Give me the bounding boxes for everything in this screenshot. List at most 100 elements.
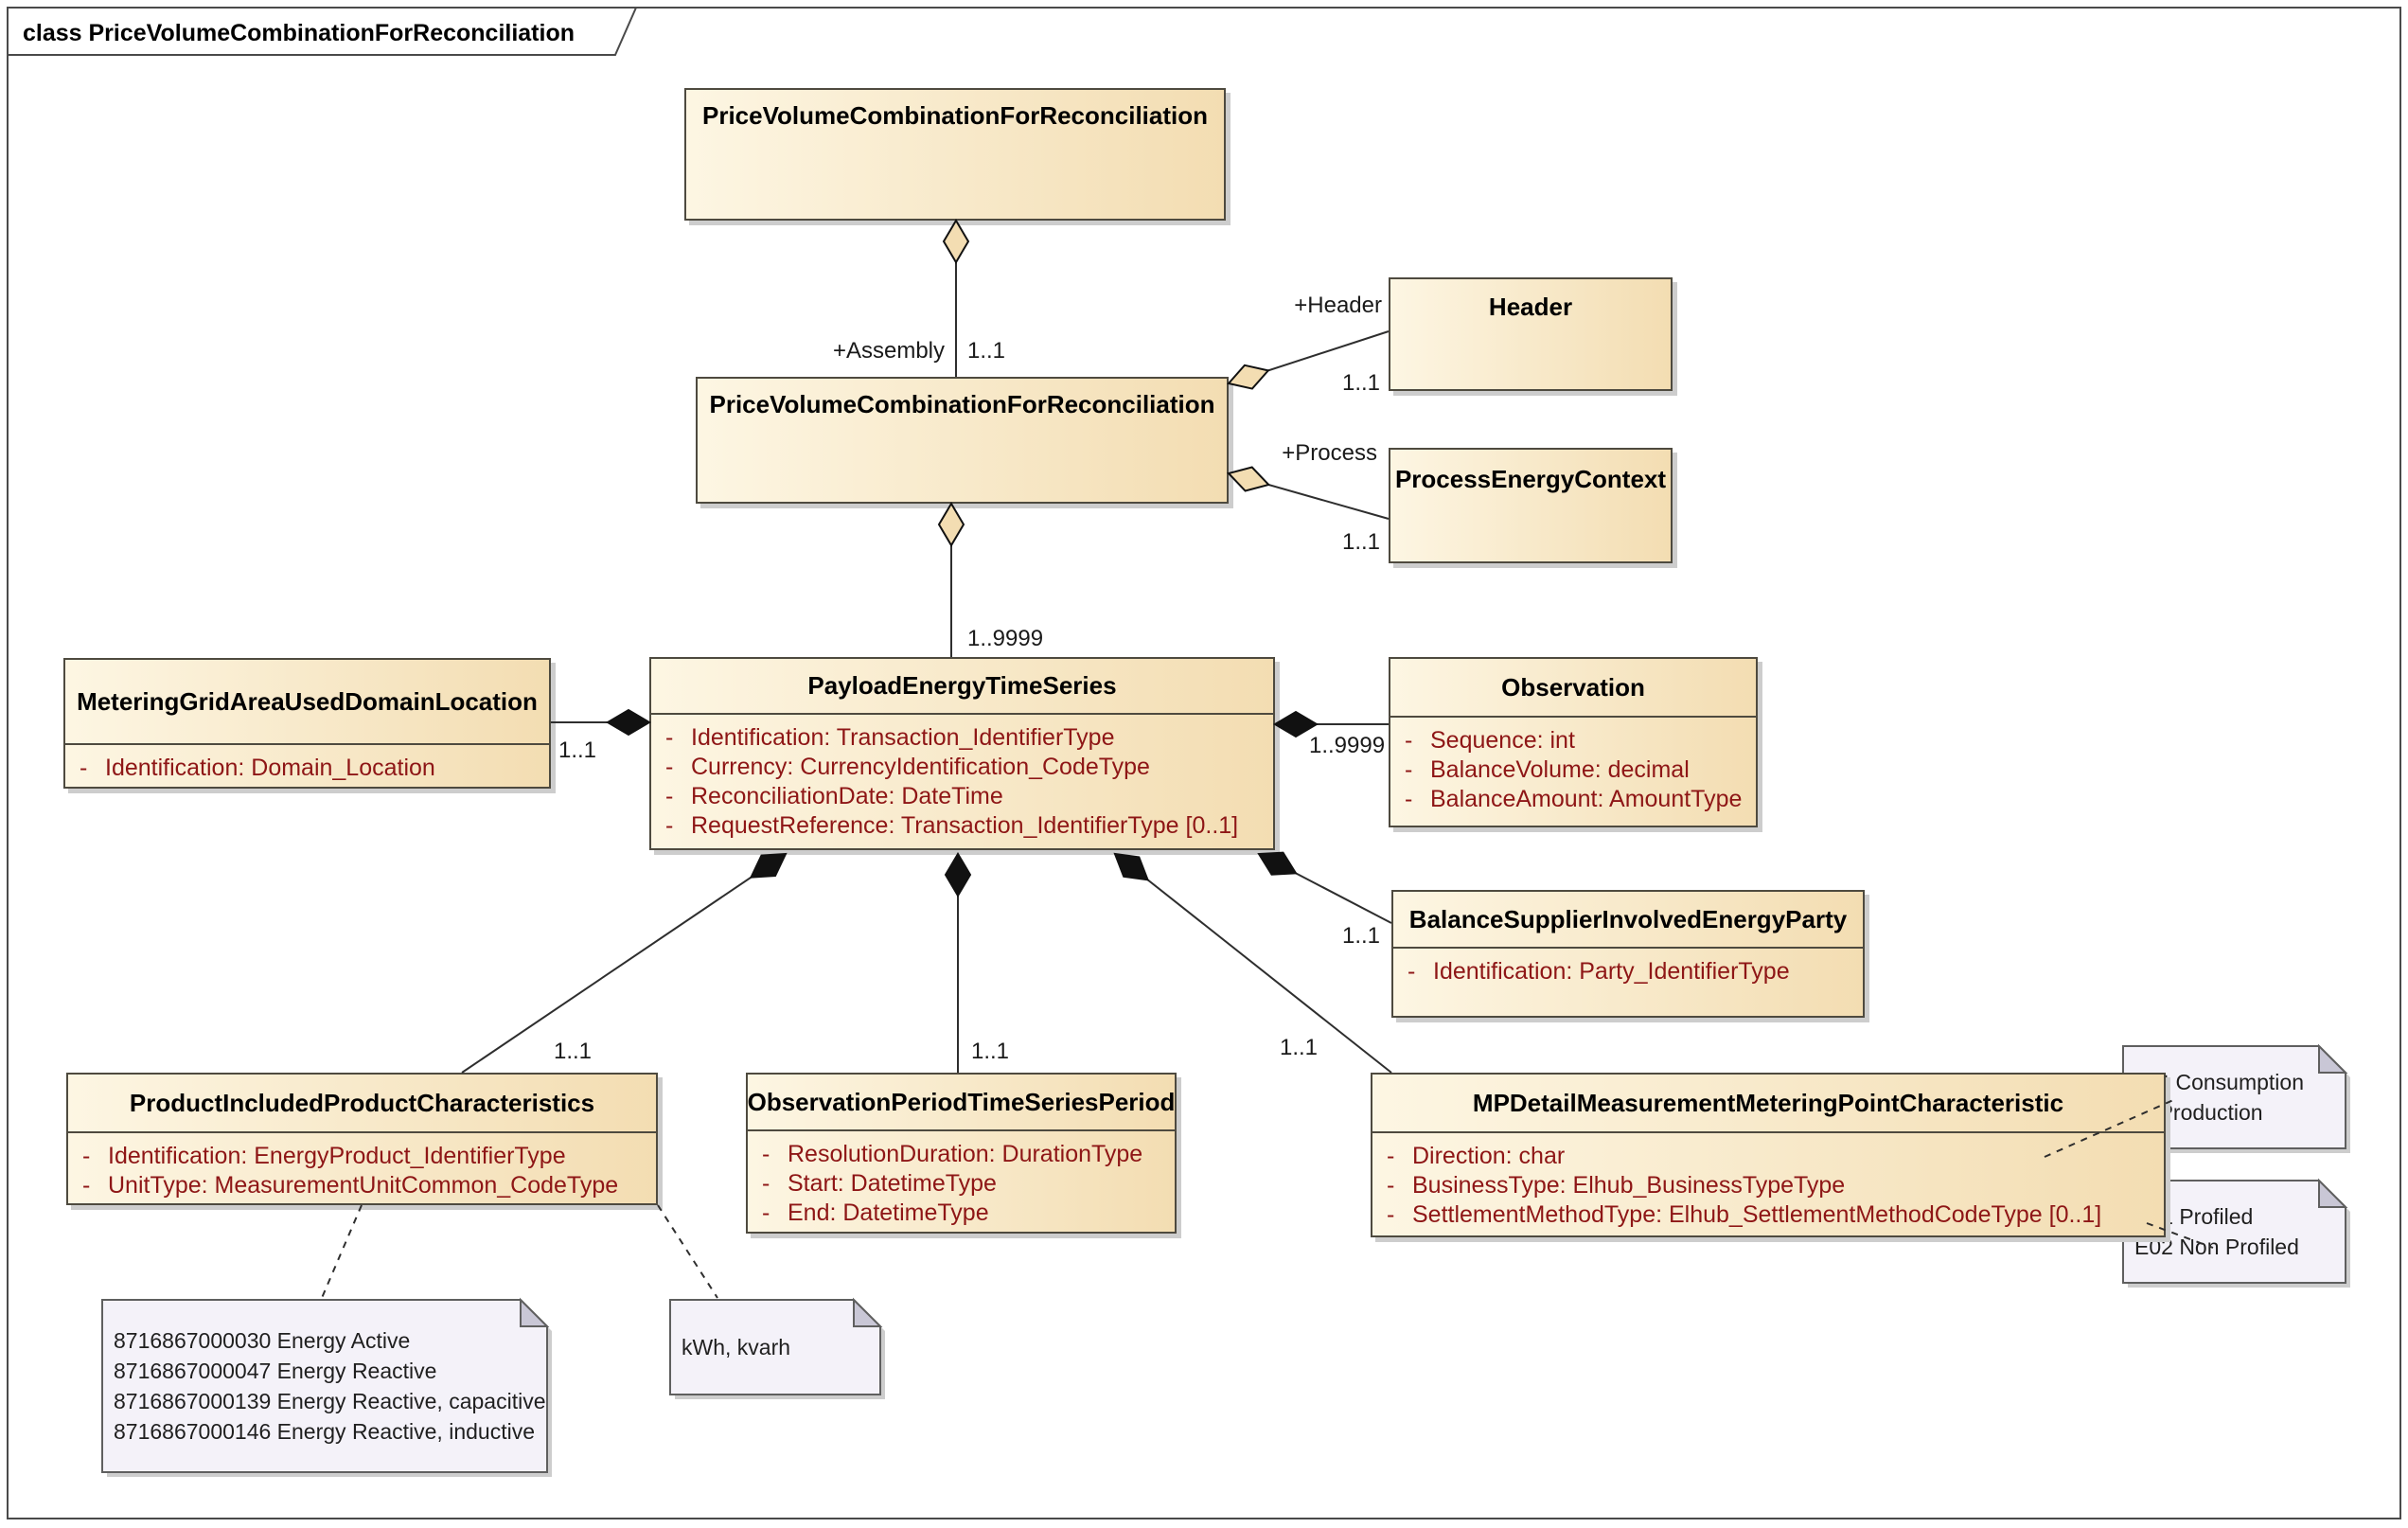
connector-label: 1..1: [1342, 529, 1380, 555]
connector-label: 1..9999: [1309, 733, 1385, 758]
unit-note[interactable]: [669, 1299, 881, 1395]
connector-label: 1..1: [1342, 923, 1380, 949]
product-codes-note-text: 8716867000139 Energy Reactive, capacitiv…: [114, 1389, 546, 1413]
composition-diamond-icon: [944, 852, 972, 897]
diagram-title: class PriceVolumeCombinationForReconcili…: [23, 20, 575, 46]
class-title: PriceVolumeCombinationForReconciliation: [709, 389, 1215, 418]
connector-note-link-settlement[interactable]: [2146, 1222, 2214, 1249]
class-product-included-product-characteristics[interactable]: ProductIncludedProductCharacteristics -Id…: [66, 1073, 658, 1205]
connector-label: +Process: [1282, 440, 1377, 466]
class-attribute: -Start: DatetimeType: [748, 1169, 1175, 1199]
class-attribute: -Identification: Party_IdentifierType: [1393, 957, 1863, 986]
attribute-visibility-private: -: [665, 812, 674, 839]
attribute-text: Sequence: int: [1430, 727, 1575, 754]
class-attribute: -Identification: EnergyProduct_Identifie…: [68, 1142, 656, 1171]
class-attributes-compartment: -ResolutionDuration: DurationType-Start:…: [748, 1129, 1175, 1228]
unit-note-fold-icon: [853, 1297, 883, 1327]
connector-note-link-unit[interactable]: [657, 1204, 718, 1299]
connector-label: 1..1: [554, 1039, 592, 1064]
class-title: ObservationPeriodTimeSeriesPeriod: [748, 1087, 1175, 1116]
direction-values-note-fold-icon: [2318, 1043, 2348, 1074]
attribute-visibility-private: -: [1387, 1172, 1395, 1199]
attribute-text: RequestReference: Transaction_Identifier…: [691, 812, 1239, 839]
class-attribute: -Currency: CurrencyIdentification_CodeTy…: [651, 753, 1273, 782]
class-mpdetail-measurement-metering-point-characteristic[interactable]: MPDetailMeasurementMeteringPointCharacte…: [1371, 1073, 2166, 1237]
aggregation-diamond-icon: [1227, 466, 1271, 492]
class-title: ProductIncludedProductCharacteristics: [129, 1088, 595, 1117]
connector-label: +Header: [1294, 293, 1382, 318]
class-payload-energy-time-series[interactable]: PayloadEnergyTimeSeries-Identification: …: [649, 657, 1275, 850]
class-title: Header: [1488, 292, 1573, 321]
class-title: MeteringGridAreaUsedDomainLocation: [77, 686, 538, 716]
composition-diamond-icon: [606, 708, 651, 737]
class-metering-grid-area-used-domain-location[interactable]: MeteringGridAreaUsedDomainLocation -Ident…: [63, 658, 551, 789]
class-attribute: -BalanceVolume: decimal: [1390, 755, 1756, 785]
connector-label: 1..1: [967, 338, 1005, 364]
attribute-text: BalanceVolume: decimal: [1430, 756, 1690, 783]
connector-note-link-direction[interactable]: [2044, 1099, 2174, 1158]
connector-label: 1..1: [1342, 370, 1380, 396]
class-attribute: -Direction: char: [1372, 1142, 2164, 1171]
class-balance-supplier-involved-energy-party[interactable]: BalanceSupplierInvolvedEnergyParty -Ident…: [1391, 890, 1865, 1018]
class-attributes-compartment: -Identification: EnergyProduct_Identifie…: [68, 1131, 656, 1200]
attribute-text: ReconciliationDate: DateTime: [691, 783, 1003, 809]
diagram-frame-border: [7, 7, 2401, 1519]
composition-diamond-icon: [1273, 710, 1319, 738]
attribute-text: BalanceAmount: AmountType: [1430, 786, 1743, 812]
aggregation-diamond-icon: [942, 219, 970, 264]
connector-note-link-product-codes[interactable]: [321, 1204, 363, 1299]
attribute-visibility-private: -: [762, 1199, 770, 1226]
connector-label: 1..1: [971, 1039, 1009, 1064]
class-attribute: -UnitType: MeasurementUnitCommon_CodeTyp…: [68, 1171, 656, 1200]
connector-mpdetail-composition[interactable]: [1114, 853, 1392, 1074]
class-attribute: -SettlementMethodType: Elhub_SettlementM…: [1372, 1200, 2164, 1230]
attribute-text: ResolutionDuration: DurationType: [788, 1141, 1143, 1167]
class-process-energy-context[interactable]: ProcessEnergyContext: [1389, 448, 1673, 563]
attribute-visibility-private: -: [665, 783, 674, 809]
connector-label: 1..1: [1280, 1035, 1318, 1060]
class-title: ProcessEnergyContext: [1394, 464, 1667, 493]
attribute-visibility-private: -: [665, 724, 674, 751]
class-attribute: -Sequence: int: [1390, 726, 1756, 755]
attribute-text: Start: DatetimeType: [788, 1170, 997, 1197]
class-observation[interactable]: Observation-Sequence: int-BalanceVolume:…: [1389, 657, 1758, 827]
class-attributes-compartment: -Direction: char-BusinessType: Elhub_Bus…: [1372, 1131, 2164, 1230]
product-codes-note-text: 8716867000146 Energy Reactive, inductive: [114, 1419, 535, 1444]
attribute-text: UnitType: MeasurementUnitCommon_CodeType: [108, 1172, 619, 1199]
product-codes-note-text: 8716867000030 Energy Active: [114, 1328, 410, 1353]
class-title: MPDetailMeasurementMeteringPointCharacte…: [1472, 1088, 2064, 1117]
attribute-visibility-private: -: [1405, 786, 1413, 812]
class-pricevolume-mid[interactable]: PriceVolumeCombinationForReconciliation: [696, 377, 1229, 504]
class-attribute: -End: DatetimeType: [748, 1199, 1175, 1228]
class-attribute: -RequestReference: Transaction_Identifie…: [651, 811, 1273, 841]
diagram-frame-tab: [7, 7, 638, 56]
class-pricevolume-top[interactable]: PriceVolumeCombinationForReconciliation: [684, 88, 1226, 221]
connector-label: 1..9999: [967, 626, 1043, 651]
class-title: PriceVolumeCombinationForReconciliation: [701, 100, 1209, 130]
class-attributes-compartment: -Identification: Party_IdentifierType: [1393, 947, 1863, 986]
class-observation-period-time-series-period[interactable]: ObservationPeriodTimeSeriesPeriod-Resolu…: [746, 1073, 1177, 1234]
aggregation-diamond-icon: [1227, 364, 1270, 390]
class-attributes-compartment: -Identification: Domain_Location: [65, 743, 549, 783]
attribute-visibility-private: -: [762, 1141, 770, 1167]
attribute-visibility-private: -: [762, 1170, 770, 1197]
attribute-text: Identification: Domain_Location: [105, 755, 435, 781]
attribute-visibility-private: -: [1405, 756, 1413, 783]
class-attribute: -Identification: Domain_Location: [65, 754, 549, 783]
settlement-method-values-note-text: E02 Non Profiled: [2134, 1235, 2299, 1259]
connector-product-composition[interactable]: [461, 853, 787, 1074]
class-attribute: -BalanceAmount: AmountType: [1390, 785, 1756, 814]
attribute-visibility-private: -: [82, 1143, 91, 1169]
class-title: BalanceSupplierInvolvedEnergyParty: [1408, 904, 1848, 933]
settlement-method-values-note-fold-icon: [2318, 1178, 2348, 1208]
product-codes-note[interactable]: [101, 1299, 548, 1473]
attribute-visibility-private: -: [1405, 727, 1413, 754]
settlement-method-values-note[interactable]: [2122, 1180, 2346, 1284]
attribute-text: BusinessType: Elhub_BusinessTypeType: [1412, 1172, 1846, 1199]
product-codes-note-text: 8716867000047 Energy Reactive: [114, 1359, 436, 1383]
class-header[interactable]: Header: [1389, 277, 1673, 391]
class-title: Observation: [1501, 672, 1645, 702]
attribute-text: Identification: Party_IdentifierType: [1433, 958, 1790, 985]
